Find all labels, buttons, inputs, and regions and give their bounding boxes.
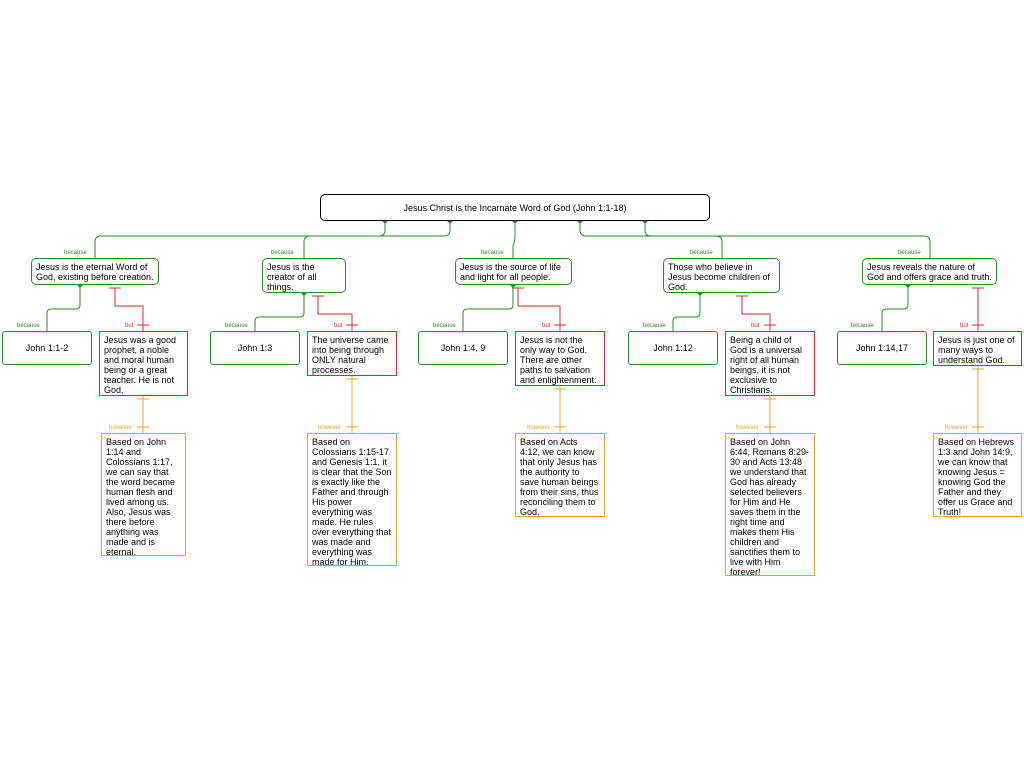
however-label: however xyxy=(945,425,968,431)
objection-text: Being a child of God is a universal righ… xyxy=(730,335,803,395)
objection-box-3: Jesus is not the only way to God. There … xyxy=(515,331,605,386)
because-label: because xyxy=(898,250,921,256)
because-label: because xyxy=(17,323,40,329)
objection-box-4: Being a child of God is a universal righ… xyxy=(725,331,815,396)
reference-text: John 1:4, 9 xyxy=(440,343,486,353)
because-label: because xyxy=(225,323,248,329)
connector-arrowhead xyxy=(697,293,703,296)
because-label: because xyxy=(690,250,713,256)
because-connector xyxy=(303,221,451,258)
because-label: because xyxy=(433,323,456,329)
however-label: however xyxy=(527,425,550,431)
rebuttal-box-3: Based on Acts 4:12, we can know that onl… xyxy=(515,433,605,517)
but-label: but xyxy=(334,323,343,329)
claim-text: Those who believe in Jesus become childr… xyxy=(668,262,771,292)
connector-arrowhead xyxy=(77,285,83,288)
because-label: because xyxy=(271,250,294,256)
but-connector xyxy=(114,288,144,331)
but-label: but xyxy=(751,323,760,329)
objection-text: Jesus was a good prophet, a noble and mo… xyxy=(104,335,177,395)
reference-box-3: John 1:4, 9 xyxy=(418,331,508,365)
because-connector xyxy=(644,221,931,258)
rebuttal-text: Based on Colossians 1:15-17 and Genesis … xyxy=(312,437,392,566)
but-label: but xyxy=(542,323,551,329)
objection-box-1: Jesus was a good prophet, a noble and mo… xyxy=(99,331,188,396)
objection-box-2: The universe came into being through ONL… xyxy=(307,331,397,376)
because-connector xyxy=(94,221,386,258)
but-connector xyxy=(517,288,561,331)
because-connector xyxy=(512,221,516,258)
because-connector xyxy=(881,285,909,331)
because-connector xyxy=(254,293,305,331)
connector-arrowhead xyxy=(301,293,307,296)
rebuttal-box-2: Based on Colossians 1:15-17 and Genesis … xyxy=(307,433,397,566)
because-label: because xyxy=(643,323,666,329)
rebuttal-box-4: Based on John 6:44, Romans 8:29-30 and A… xyxy=(725,433,815,576)
reference-text: John 1:14,17 xyxy=(855,343,909,353)
claim-text: Jesus is the creator of all things. xyxy=(267,262,317,292)
reference-box-5: John 1:14,17 xyxy=(837,331,927,365)
claim-text: Jesus is the source of life and light fo… xyxy=(460,262,562,282)
claim-box-1: Jesus is the eternal Word of God, existi… xyxy=(31,258,159,285)
however-label: however xyxy=(736,425,759,431)
rebuttal-box-5: Based on Hebrews 1:3 and John 14:9, we c… xyxy=(933,433,1022,517)
claim-text: Jesus is the eternal Word of God, existi… xyxy=(36,262,154,282)
reference-box-4: John 1:12 xyxy=(628,331,718,365)
connector-arrowhead xyxy=(577,221,583,224)
reference-text: John 1:3 xyxy=(237,343,273,353)
however-label: however xyxy=(109,425,132,431)
but-label: but xyxy=(125,323,134,329)
claim-box-5: Jesus reveals the nature of God and offe… xyxy=(862,258,997,285)
connector-arrowhead xyxy=(642,221,648,224)
but-connector xyxy=(741,296,771,331)
root-claim: Jesus Christ is the Incarnate Word of Go… xyxy=(320,194,710,221)
however-label: however xyxy=(318,425,341,431)
reference-box-2: John 1:3 xyxy=(210,331,300,365)
rebuttal-text: Based on John 6:44, Romans 8:29-30 and A… xyxy=(730,437,810,576)
because-label: because xyxy=(481,250,504,256)
because-label: because xyxy=(851,323,874,329)
objection-box-5: Jesus is just one of many ways to unders… xyxy=(933,331,1022,366)
because-connector xyxy=(672,293,701,331)
because-connector xyxy=(46,285,81,331)
but-connector xyxy=(317,296,353,331)
rebuttal-box-1: Based on John 1:14 and Colossians 1:17, … xyxy=(101,433,186,556)
because-label: because xyxy=(64,250,87,256)
reference-text: John 1:1-2 xyxy=(25,343,69,353)
objection-text: The universe came into being through ONL… xyxy=(312,335,389,375)
reference-box-1: John 1:1-2 xyxy=(2,331,92,365)
claim-box-2: Jesus is the creator of all things. xyxy=(262,258,346,293)
connector-arrowhead xyxy=(447,221,453,224)
claim-text: Jesus reveals the nature of God and offe… xyxy=(867,262,992,282)
objection-text: Jesus is just one of many ways to unders… xyxy=(938,335,1015,365)
connector-arrowhead xyxy=(510,285,516,288)
rebuttal-text: Based on John 1:14 and Colossians 1:17, … xyxy=(106,437,176,556)
connector-arrowhead xyxy=(382,221,388,224)
rebuttal-text: Based on Hebrews 1:3 and John 14:9, we c… xyxy=(938,437,1015,517)
root-claim-label: Jesus Christ is the Incarnate Word of Go… xyxy=(403,202,627,213)
but-label: but xyxy=(960,323,969,329)
connector-arrowhead xyxy=(905,285,911,288)
objection-text: Jesus is not the only way to God. There … xyxy=(520,335,597,385)
claim-box-4: Those who believe in Jesus become childr… xyxy=(663,258,780,293)
connector-arrowhead xyxy=(512,221,518,224)
reference-text: John 1:12 xyxy=(653,343,693,353)
because-connector xyxy=(462,285,514,331)
rebuttal-text: Based on Acts 4:12, we can know that onl… xyxy=(520,437,599,517)
claim-box-3: Jesus is the source of life and light fo… xyxy=(455,258,572,285)
